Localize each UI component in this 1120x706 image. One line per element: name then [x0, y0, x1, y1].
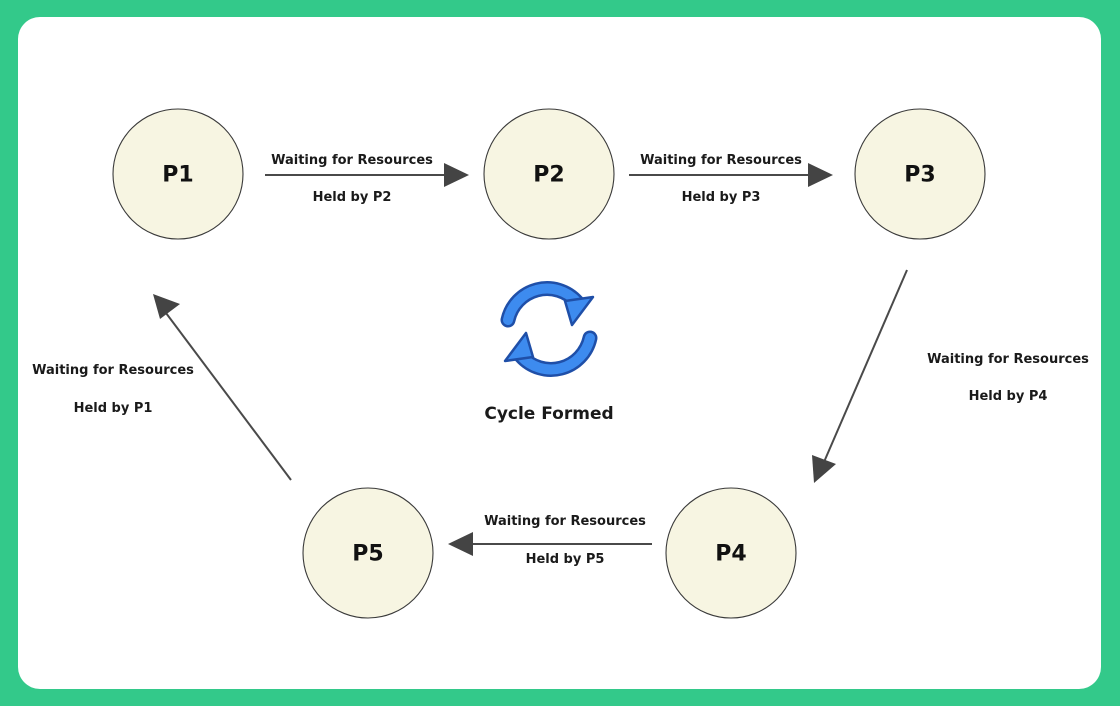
process-label-p3: P3 [904, 163, 935, 188]
edge-held-label-p2-p3: Held by P3 [682, 190, 761, 205]
edge-p3-to-p4: Waiting for Resources Held by P4 [812, 269, 1089, 483]
arrowhead-p2-p3 [808, 163, 833, 187]
cycle-formed-label: Cycle Formed [484, 404, 613, 424]
process-node-p3: P3 [854, 108, 986, 240]
process-label-p5: P5 [352, 542, 383, 567]
edge-waiting-label-p5-p1: Waiting for Resources [32, 363, 194, 378]
edge-p5-to-p1: Waiting for Resources Held by P1 [32, 294, 292, 481]
process-node-p2: P2 [483, 108, 615, 240]
edge-waiting-label-p1-p2: Waiting for Resources [271, 153, 433, 168]
arrowhead-p4-p5 [448, 532, 473, 556]
arrowhead-p1-p2 [444, 163, 469, 187]
process-label-p4: P4 [715, 542, 746, 567]
arrowhead-p3-p4 [812, 455, 836, 483]
edge-held-label-p1-p2: Held by P2 [313, 190, 392, 205]
process-node-p5: P5 [302, 487, 434, 619]
edge-p4-to-p5: Waiting for Resources Held by P5 [448, 514, 652, 567]
process-label-p1: P1 [162, 163, 193, 188]
edge-line-p3-p4 [823, 269, 908, 463]
process-label-p2: P2 [533, 163, 564, 188]
edge-held-label-p5-p1: Held by P1 [74, 401, 153, 416]
edge-held-label-p4-p5: Held by P5 [526, 552, 605, 567]
edge-p2-to-p3: Waiting for Resources Held by P3 [629, 153, 833, 205]
edge-waiting-label-p3-p4: Waiting for Resources [927, 352, 1089, 367]
edge-held-label-p3-p4: Held by P4 [969, 389, 1048, 404]
edge-waiting-label-p2-p3: Waiting for Resources [640, 153, 802, 168]
edge-waiting-label-p4-p5: Waiting for Resources [484, 514, 646, 529]
arrowhead-p5-p1 [153, 294, 180, 319]
cycle-refresh-icon [500, 281, 598, 377]
process-node-p1: P1 [112, 108, 244, 240]
process-node-p4: P4 [665, 487, 797, 619]
edge-p1-to-p2: Waiting for Resources Held by P2 [265, 153, 469, 205]
edge-line-p5-p1 [165, 312, 292, 481]
